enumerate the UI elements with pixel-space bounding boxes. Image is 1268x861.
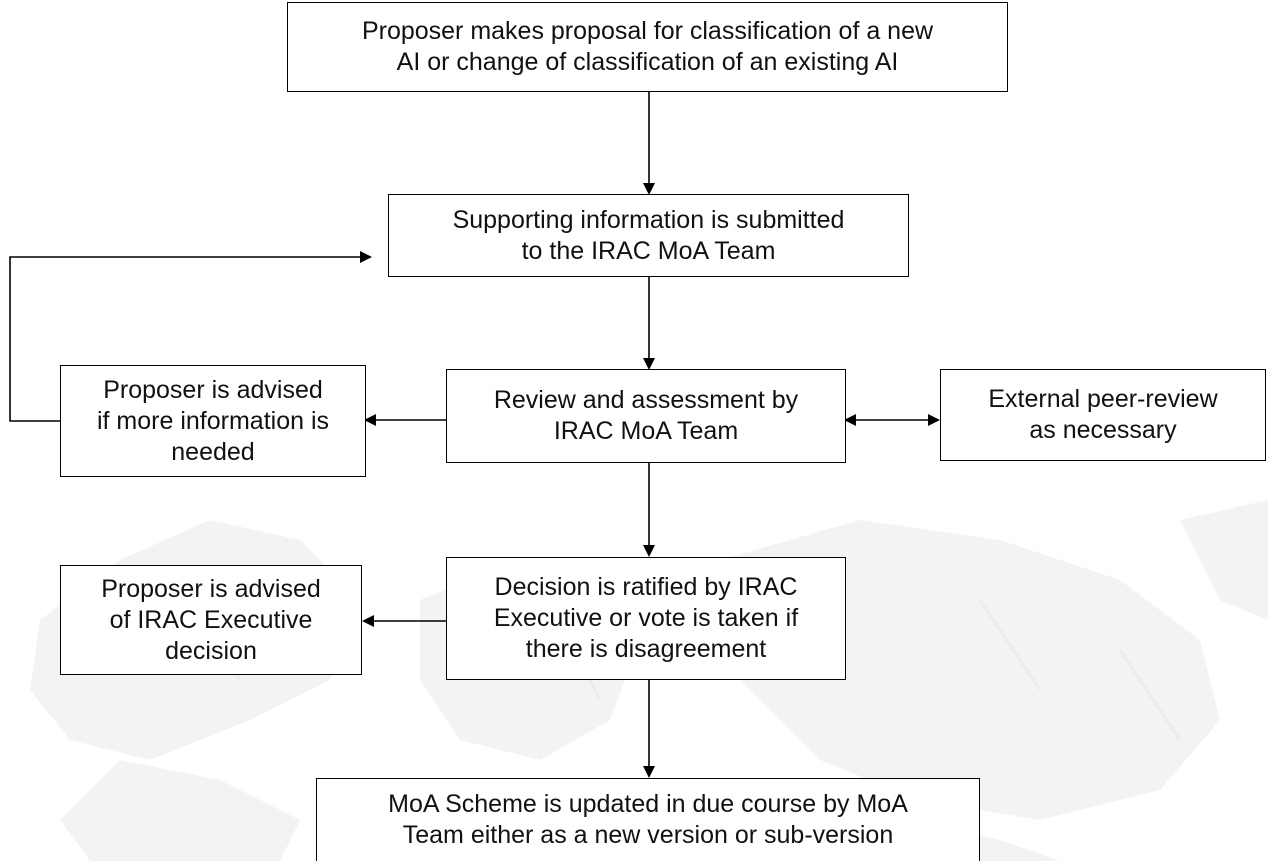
step-review-assessment-text: Review and assessment by IRAC MoA Team xyxy=(493,386,799,445)
step-external-peer-review: External peer-review as necessary xyxy=(940,369,1266,461)
step-review-assessment: Review and assessment by IRAC MoA Team xyxy=(446,369,846,463)
step-advised-of-decision: Proposer is advised of IRAC Executive de… xyxy=(60,565,362,675)
step-more-information-needed: Proposer is advised if more information … xyxy=(60,365,366,477)
step-proposal: Proposer makes proposal for classificati… xyxy=(287,2,1008,92)
step-advised-of-decision-text: Proposer is advised of IRAC Executive de… xyxy=(101,574,321,665)
step-external-peer-review-text: External peer-review as necessary xyxy=(988,385,1218,444)
step-more-information-needed-text: Proposer is advised if more information … xyxy=(96,375,330,466)
arrow-more-info-back-to-submit xyxy=(9,251,372,422)
step-submit-information-text: Supporting information is submitted to t… xyxy=(452,205,845,265)
step-decision-ratified: Decision is ratified by IRAC Executive o… xyxy=(446,557,846,680)
step-submit-information: Supporting information is submitted to t… xyxy=(388,194,909,277)
step-scheme-updated-text: MoA Scheme is updated in due course by M… xyxy=(388,790,908,849)
step-proposal-text: Proposer makes proposal for classificati… xyxy=(361,17,934,76)
step-decision-ratified-text: Decision is ratified by IRAC Executive o… xyxy=(493,573,799,663)
step-scheme-updated: MoA Scheme is updated in due course by M… xyxy=(316,778,980,861)
